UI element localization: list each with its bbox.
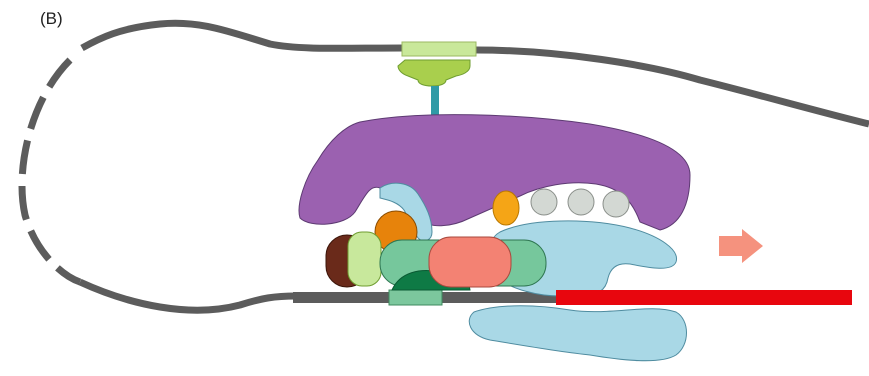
dna-strand-upper-right	[476, 50, 869, 124]
rna-transcript	[556, 290, 852, 305]
transcription-direction-arrow	[719, 229, 763, 263]
dna-loop-dashed	[22, 60, 80, 282]
promoter-box	[389, 290, 442, 305]
gtf-lime	[348, 232, 381, 286]
gtf-grey-circle-2	[568, 189, 594, 215]
dna-strand-upper-left	[82, 23, 403, 48]
gtf-salmon	[429, 237, 511, 287]
pol2-lower-lobe	[469, 306, 686, 361]
gtf-grey-circle-3	[603, 191, 629, 217]
dna-strand-lower-left	[80, 282, 296, 310]
enhancer-element	[402, 42, 476, 56]
gtf-light-orange	[493, 191, 519, 225]
activator-protein	[398, 60, 470, 86]
gtf-grey-circle-1	[531, 189, 557, 215]
